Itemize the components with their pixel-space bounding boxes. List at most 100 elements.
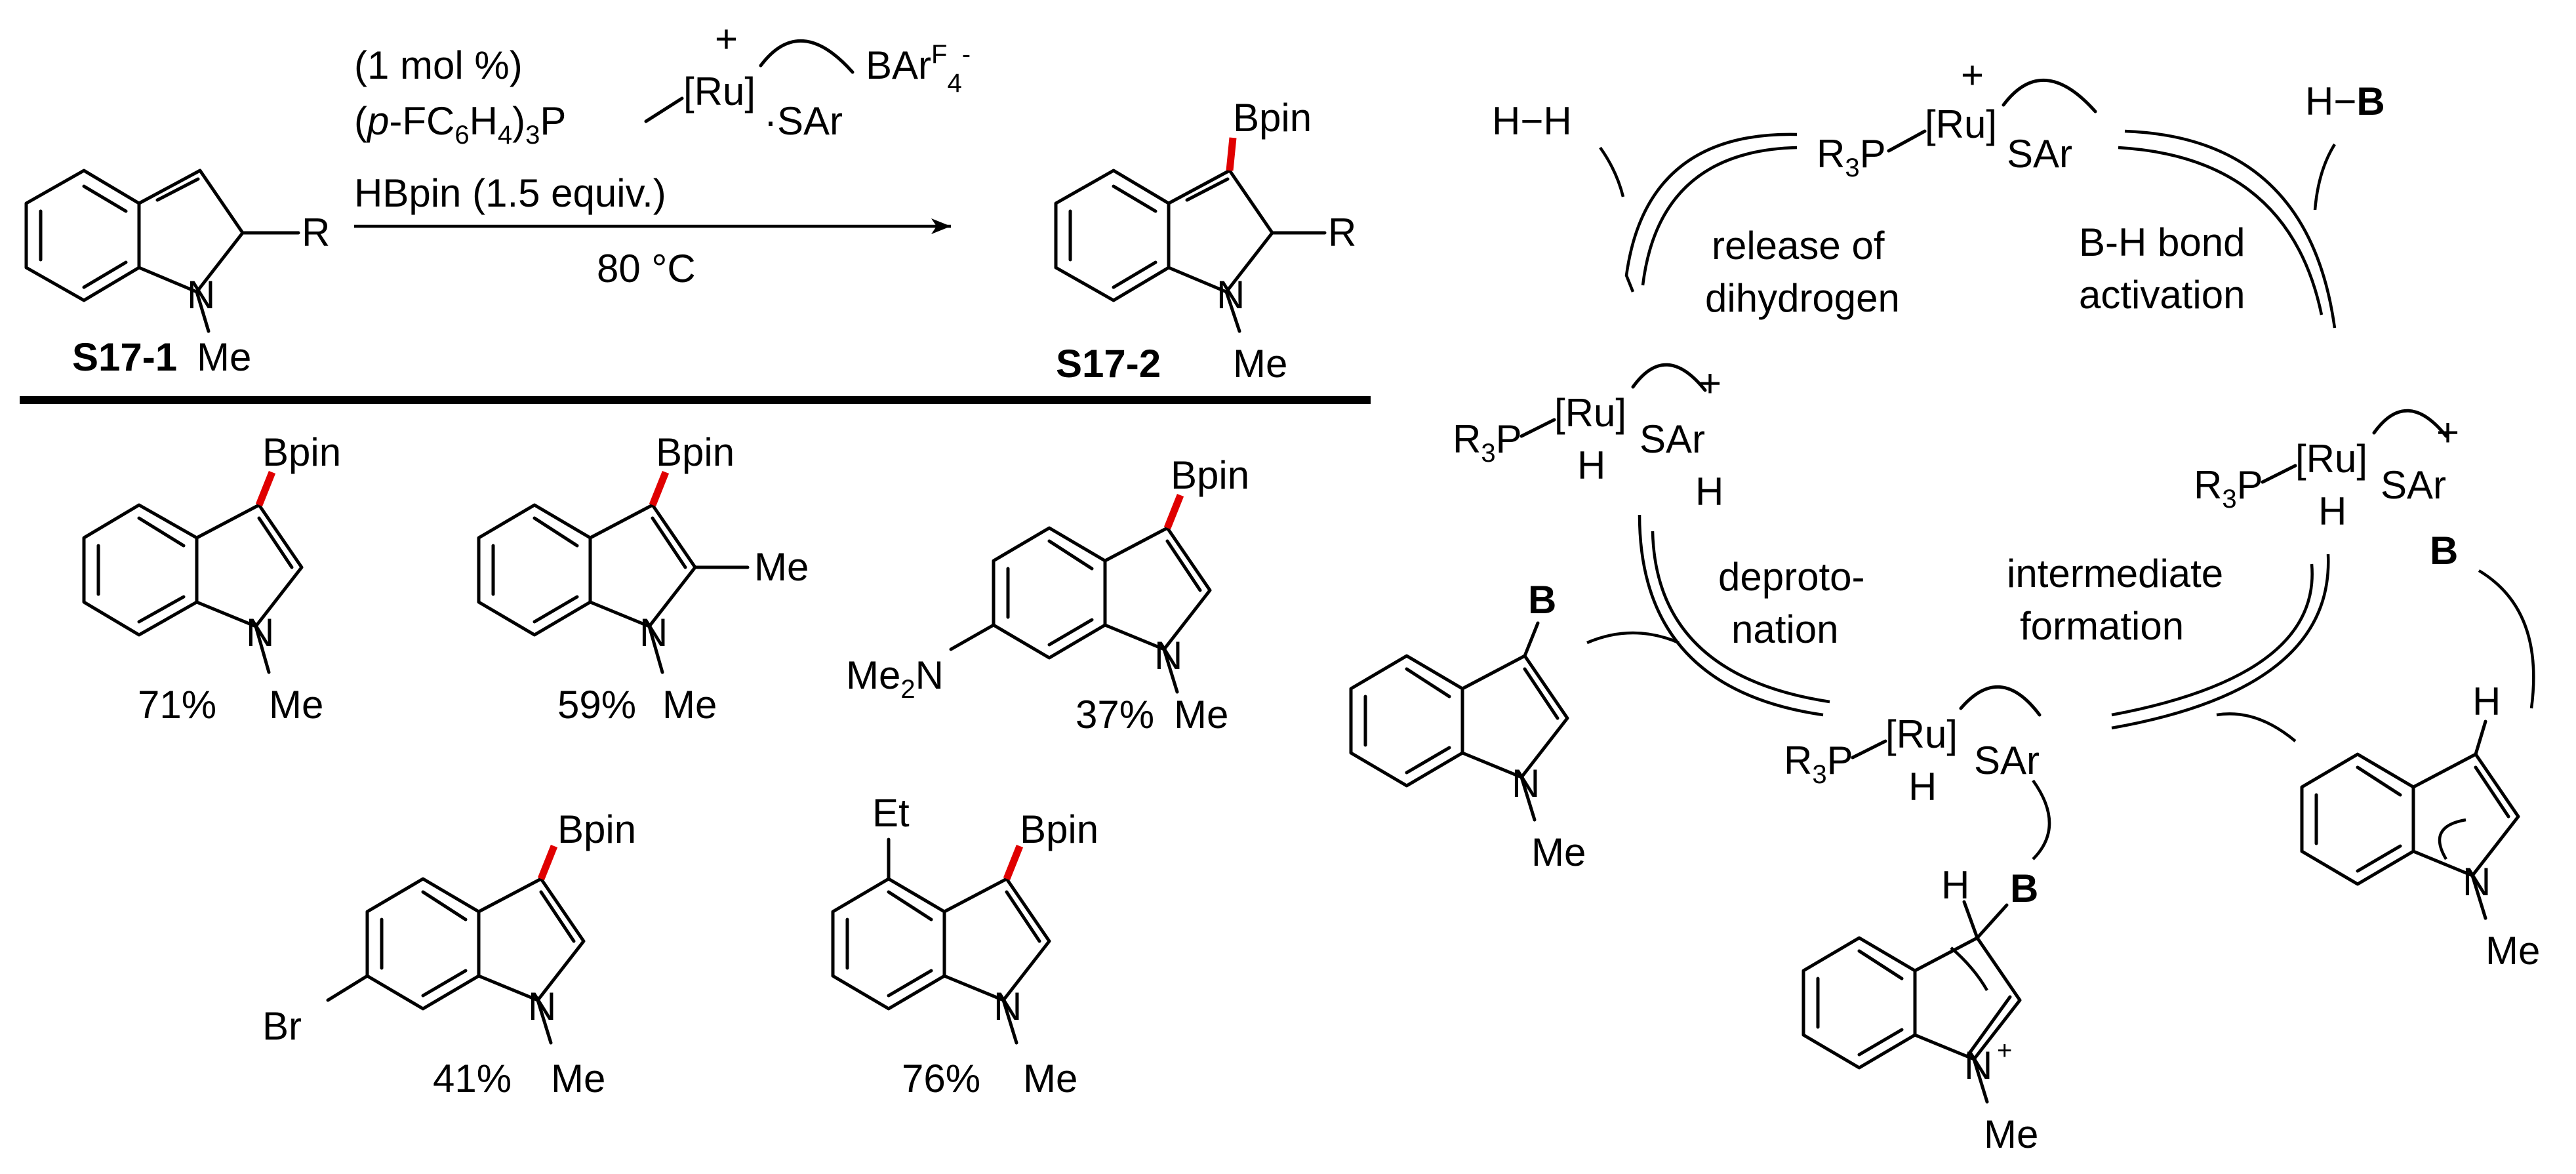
- curved-arrow-n-lonepair: [2438, 818, 2466, 860]
- reaction-arrowhead: [931, 218, 951, 234]
- substrate-compound-label: S17-1: [72, 335, 177, 379]
- cycle-ru-borane-adduct: R3P [Ru] H + SAr B: [2194, 409, 2459, 573]
- sar-label: SAr: [2007, 132, 2072, 176]
- nitrogen-label: N: [639, 611, 668, 655]
- arrow-hb-in: [2313, 143, 2336, 211]
- c-b-bond: [1163, 493, 1184, 530]
- arrow-release-b: [1641, 146, 1798, 286]
- h-on-ru: H: [1577, 443, 1605, 487]
- c-b-bond: [537, 844, 558, 881]
- arrow-release-a: [1624, 132, 1798, 293]
- arrow-intermediate-a: [2111, 554, 2330, 730]
- phosphine-label: R3P: [1453, 417, 1522, 468]
- n-methyl-label: Me: [1174, 693, 1228, 737]
- c2-methyl-label: Me: [754, 545, 809, 589]
- product-indole: Bpin R N Me S17-2: [1054, 96, 1356, 386]
- product-4: Bpin Br N Me 41%: [262, 807, 636, 1101]
- c-b-bond: [1003, 844, 1024, 881]
- charge-label: +: [1961, 53, 1984, 97]
- thiolate-sar: SAr: [777, 99, 843, 143]
- boryl-label: Bpin: [262, 430, 341, 474]
- iminium-intermediate: H B N + Me: [1801, 863, 2038, 1156]
- ru-label: [Ru]: [1554, 391, 1626, 435]
- n-methyl-label: Me: [1023, 1057, 1077, 1101]
- step-deprotonation-line2: nation: [1731, 607, 1838, 651]
- bond-dot: ·: [764, 99, 777, 143]
- dimethylamino-label: Me2N: [846, 653, 944, 704]
- arrow-deprotonation-b: [1651, 531, 1830, 704]
- arrow-h2-out: [1599, 146, 1625, 197]
- sar-label: SAr: [1640, 417, 1705, 461]
- cycle-catalyst-top: R3P [Ru] + SAr: [1817, 53, 2097, 182]
- reagent-hbpin: HBpin (1.5 equiv.): [354, 171, 666, 215]
- arrow-intermediate-b: [2111, 563, 2314, 717]
- charge-label: +: [1699, 361, 1721, 405]
- ruthenium-center: [Ru]: [683, 70, 755, 113]
- n-methyl-label: Me: [551, 1057, 605, 1101]
- n-methyl-label: Me: [197, 335, 251, 379]
- arrow-bh-a: [2124, 129, 2337, 329]
- charge-label: +: [2436, 411, 2459, 455]
- boryl-label: Bpin: [557, 807, 636, 851]
- nitrogen-label: N: [528, 984, 556, 1028]
- n-methyl-label: Me: [1984, 1112, 2038, 1156]
- product-compound-label: S17-2: [1056, 342, 1161, 386]
- released-3-borylindole: B N Me: [1349, 578, 1586, 874]
- hb-label: H−B: [2305, 79, 2385, 123]
- n-methyl-label: Me: [269, 683, 323, 727]
- yield-label: 41%: [433, 1057, 512, 1101]
- product-5: Bpin Et N Me 76%: [831, 791, 1098, 1101]
- catalyst-loading: (1 mol %): [354, 43, 523, 87]
- nitrogen-label: N: [1154, 634, 1182, 678]
- incoming-indole: H N Me: [2300, 679, 2540, 973]
- nitrogen-label: N: [1512, 761, 1540, 805]
- c-b-bond: [649, 470, 670, 507]
- curved-arrow-s-to-h: [2032, 779, 2051, 860]
- boron-on-s: B: [2430, 529, 2458, 573]
- nitrogen-label: N: [187, 273, 215, 317]
- phosphine-label: R3P: [1817, 132, 1886, 182]
- product-1: Bpin N Me 71%: [82, 430, 341, 727]
- phosphine-label: R3P: [2194, 463, 2263, 514]
- step-bh-line2: activation: [2079, 273, 2245, 317]
- boryl-label: Bpin: [1020, 807, 1098, 851]
- nitrogen-label: N: [246, 611, 274, 655]
- boron-label: B: [1528, 578, 1556, 622]
- yield-label: 59%: [557, 683, 636, 727]
- step-release-line2: dihydrogen: [1705, 276, 1900, 320]
- step-intermediate-line2: formation: [2020, 604, 2184, 648]
- n-methyl-label: Me: [2485, 929, 2540, 973]
- boron-label: B: [2010, 866, 2038, 910]
- iminium-charge: +: [1997, 1036, 2012, 1065]
- step-bh-line1: B-H bond: [2079, 220, 2245, 264]
- catalyst-conditions: (1 mol %) (p-FC6H4)3P [Ru] + · SAr BArF4…: [354, 17, 971, 291]
- cycle-ru-hydride-thiol: R3P [Ru] H + SAr H: [1453, 361, 1723, 514]
- step-intermediate-line1: intermediate: [2007, 552, 2223, 596]
- new-c-b-bond: [1226, 137, 1237, 171]
- arrow-deprotonation-a: [1638, 514, 1824, 717]
- cationic-charge: +: [715, 17, 738, 61]
- product-3: Bpin Me2N N Me 37%: [846, 453, 1249, 737]
- sar-label: SAr: [1974, 739, 2040, 782]
- ru-label: [Ru]: [2295, 437, 2367, 481]
- yield-label: 71%: [138, 683, 216, 727]
- substrate-indole: R N Me S17-1: [24, 169, 330, 379]
- step-deprotonation-line1: deproto-: [1718, 555, 1864, 599]
- bromo-label: Br: [262, 1004, 302, 1048]
- phosphine-ligand: (p-FC6H4)3P: [354, 99, 566, 150]
- product-2: Bpin Me N Me 59%: [477, 430, 809, 727]
- curved-arrow-iminium: [1950, 946, 1988, 992]
- arrow-bh-b: [2118, 146, 2324, 315]
- yield-label: 76%: [902, 1057, 980, 1101]
- nitrogen-label: N: [1964, 1043, 1992, 1087]
- ethyl-label: Et: [872, 791, 910, 835]
- arrow-indole-attack: [2478, 569, 2535, 709]
- equilibrium-arrow-product: [1586, 631, 1680, 645]
- ru-label: [Ru]: [1885, 712, 1958, 756]
- h-on-ru: H: [1908, 765, 1937, 809]
- substituent-r-label: R: [302, 211, 330, 254]
- h-on-s: H: [1695, 470, 1723, 514]
- c3-hydrogen: H: [2472, 679, 2501, 723]
- equilibrium-arrow-indole: [2216, 712, 2297, 742]
